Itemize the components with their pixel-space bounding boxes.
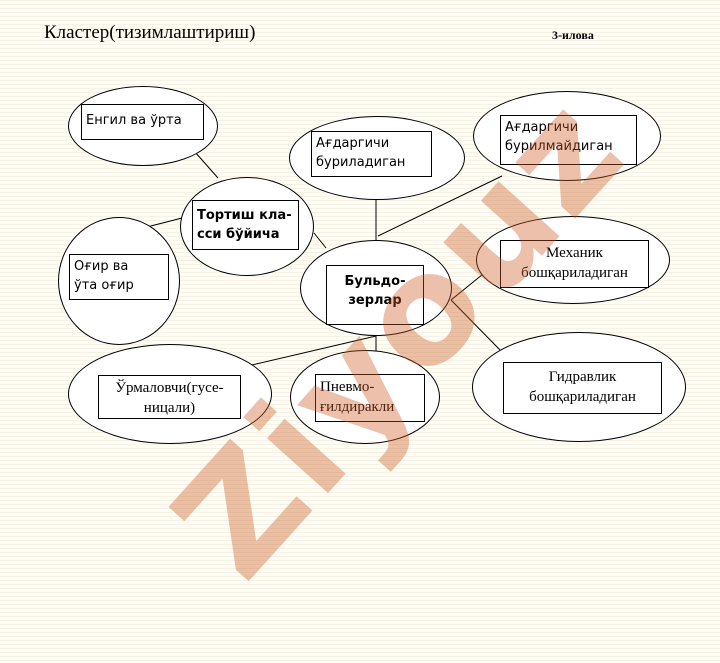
- node-bulldozers: Бульдо- зерлар: [326, 265, 424, 325]
- node-heavy: Оғир ва ўта оғир: [69, 254, 169, 300]
- node-fixed-blade: Ағдаргичи бурилмайдиган: [500, 115, 637, 165]
- node-traction-class: Тортиш кла- сси бўйича: [192, 200, 299, 250]
- node-mechanical-control: Механик бошқариладиган: [500, 240, 649, 288]
- node-hydraulic-control: Гидравлик бошқариладиган: [503, 362, 662, 414]
- node-pneumatic-wheeled: Пневмо- ғилдиракли: [315, 374, 425, 422]
- node-crawler: Ўрмаловчи(гусе- ницали): [98, 375, 241, 419]
- node-tilting-blade: Ағдаргичи буриладиган: [311, 131, 432, 177]
- figure-label: 3-илова: [552, 28, 594, 42]
- slide-title: Кластер(тизимлаштириш): [44, 22, 256, 43]
- node-light-medium: Енгил ва ўрта: [81, 104, 204, 140]
